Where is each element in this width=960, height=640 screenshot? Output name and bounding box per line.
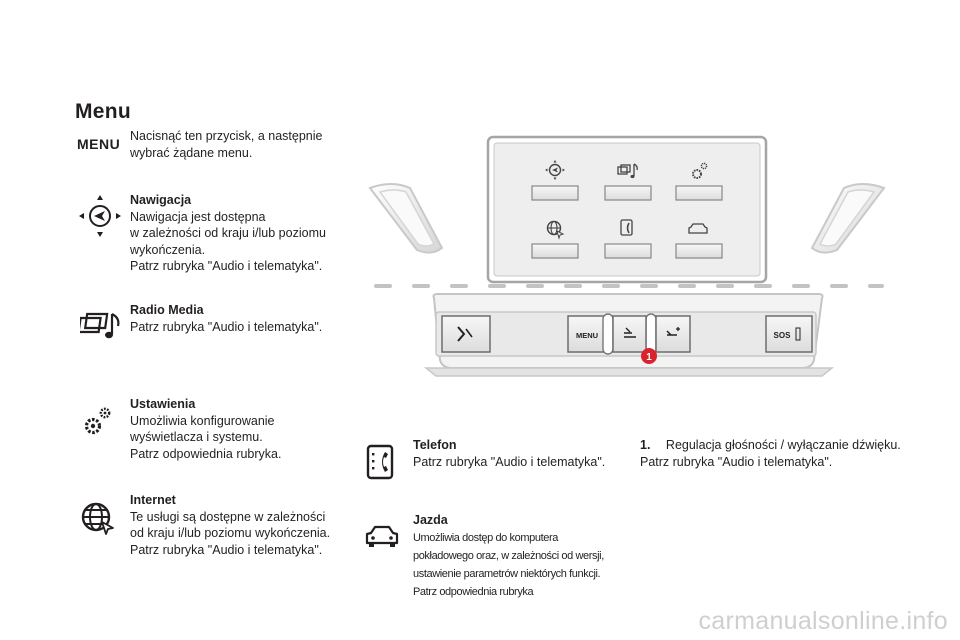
driving-line: Patrz odpowiednia rubryka	[413, 585, 534, 598]
navigation-icon	[78, 192, 122, 240]
driving-heading: Jazda	[413, 513, 448, 527]
screen-driving-tile	[675, 223, 723, 259]
panel-climate-buttons	[612, 315, 691, 353]
note-text: Regulacja głośności / wyłączanie dźwięku…	[665, 438, 901, 452]
menu-key-label: MENU	[77, 136, 121, 152]
internet-section: Internet Te usługi są dostępne w zależno…	[130, 492, 360, 558]
navigation-line: Nawigacja jest dostępna	[130, 209, 266, 224]
car-icon	[364, 524, 400, 550]
phone-heading: Telefon	[413, 438, 457, 452]
note-line: Patrz rubryka "Audio i telematyka".	[640, 454, 833, 469]
left-air-vent	[368, 183, 444, 254]
watermark: carmanualsonline.info	[698, 607, 948, 635]
note-line: 1. Regulacja głośności / wyłączanie dźwi…	[640, 437, 930, 454]
radio-media-heading: Radio Media	[130, 303, 204, 317]
phone-icon	[366, 444, 396, 480]
page-title: Menu	[75, 100, 132, 123]
internet-line: od kraju i/lub poziomu wykończenia.	[130, 526, 331, 540]
callout-marker: 1	[641, 348, 657, 364]
menu-key-line: wybrać żądane menu.	[130, 145, 253, 160]
menu-key-description: Nacisnąć ten przycisk, a następnie wybra…	[130, 128, 350, 161]
note-section: 1. Regulacja głośności / wyłączanie dźwi…	[640, 437, 930, 470]
radio-media-line: Patrz rubryka "Audio i telematyka".	[130, 319, 323, 334]
screen-radio-media-tile	[604, 163, 652, 201]
driving-line: Umożliwia dostęp do komputera	[413, 531, 558, 544]
settings-line: Umożliwia konfigurowanie	[130, 413, 275, 428]
phone-line: Patrz rubryka "Audio i telematyka".	[413, 454, 606, 469]
screen-phone-tile	[604, 219, 652, 259]
navigation-heading: Nawigacja	[130, 193, 192, 207]
note-number: 1.	[640, 438, 651, 452]
control-panel: MENU SOS	[423, 293, 835, 377]
settings-icon	[82, 406, 112, 438]
panel-left-button	[441, 315, 491, 353]
screen-internet-tile	[531, 220, 579, 259]
screen-settings-tile	[675, 162, 723, 201]
driving-line: pokładowego oraz, w zależności od wersji…	[413, 549, 604, 562]
radio-media-icon	[80, 308, 126, 344]
panel-menu-button: MENU	[567, 315, 607, 353]
driving-line: ustawienie parametrów niektórych funkcji…	[413, 567, 601, 580]
callout-number: 1	[646, 352, 652, 363]
screen-navigation-tile	[531, 160, 579, 201]
panel-sos-button: SOS	[765, 315, 813, 353]
internet-line: Patrz rubryka "Audio i telematyka".	[130, 542, 323, 557]
internet-heading: Internet	[130, 493, 176, 507]
settings-line: wyświetlacza i systemu.	[130, 430, 263, 444]
menu-key-line: Nacisnąć ten przycisk, a następnie	[130, 129, 323, 143]
panel-menu-label: MENU	[576, 331, 598, 340]
phone-section: Telefon Patrz rubryka "Audio i telematyk…	[413, 437, 643, 470]
internet-icon	[80, 500, 116, 536]
panel-sos-label: SOS	[774, 331, 792, 340]
settings-section: Ustawienia Umożliwia konfigurowanie wyśw…	[130, 396, 350, 462]
navigation-line: w zależności od kraju i/lub poziomu	[130, 226, 326, 240]
volume-knob	[602, 313, 657, 355]
driving-section: Jazda Umożliwia dostęp do komputera pokł…	[413, 512, 643, 601]
settings-line: Patrz odpowiednia rubryka.	[130, 446, 282, 461]
navigation-line: Patrz rubryka "Audio i telematyka".	[130, 259, 323, 273]
navigation-line: wykończenia.	[130, 242, 206, 257]
settings-heading: Ustawienia	[130, 397, 196, 411]
radio-media-section: Radio Media Patrz rubryka "Audio i telem…	[130, 302, 350, 335]
internet-line: Te usługi są dostępne w zależności	[130, 509, 326, 524]
navigation-section: Nawigacja Nawigacja jest dostępna w zale…	[130, 192, 350, 275]
right-air-vent	[810, 183, 886, 254]
dashboard-illustration: MENU SOS	[362, 130, 892, 380]
touchscreen	[486, 135, 768, 284]
